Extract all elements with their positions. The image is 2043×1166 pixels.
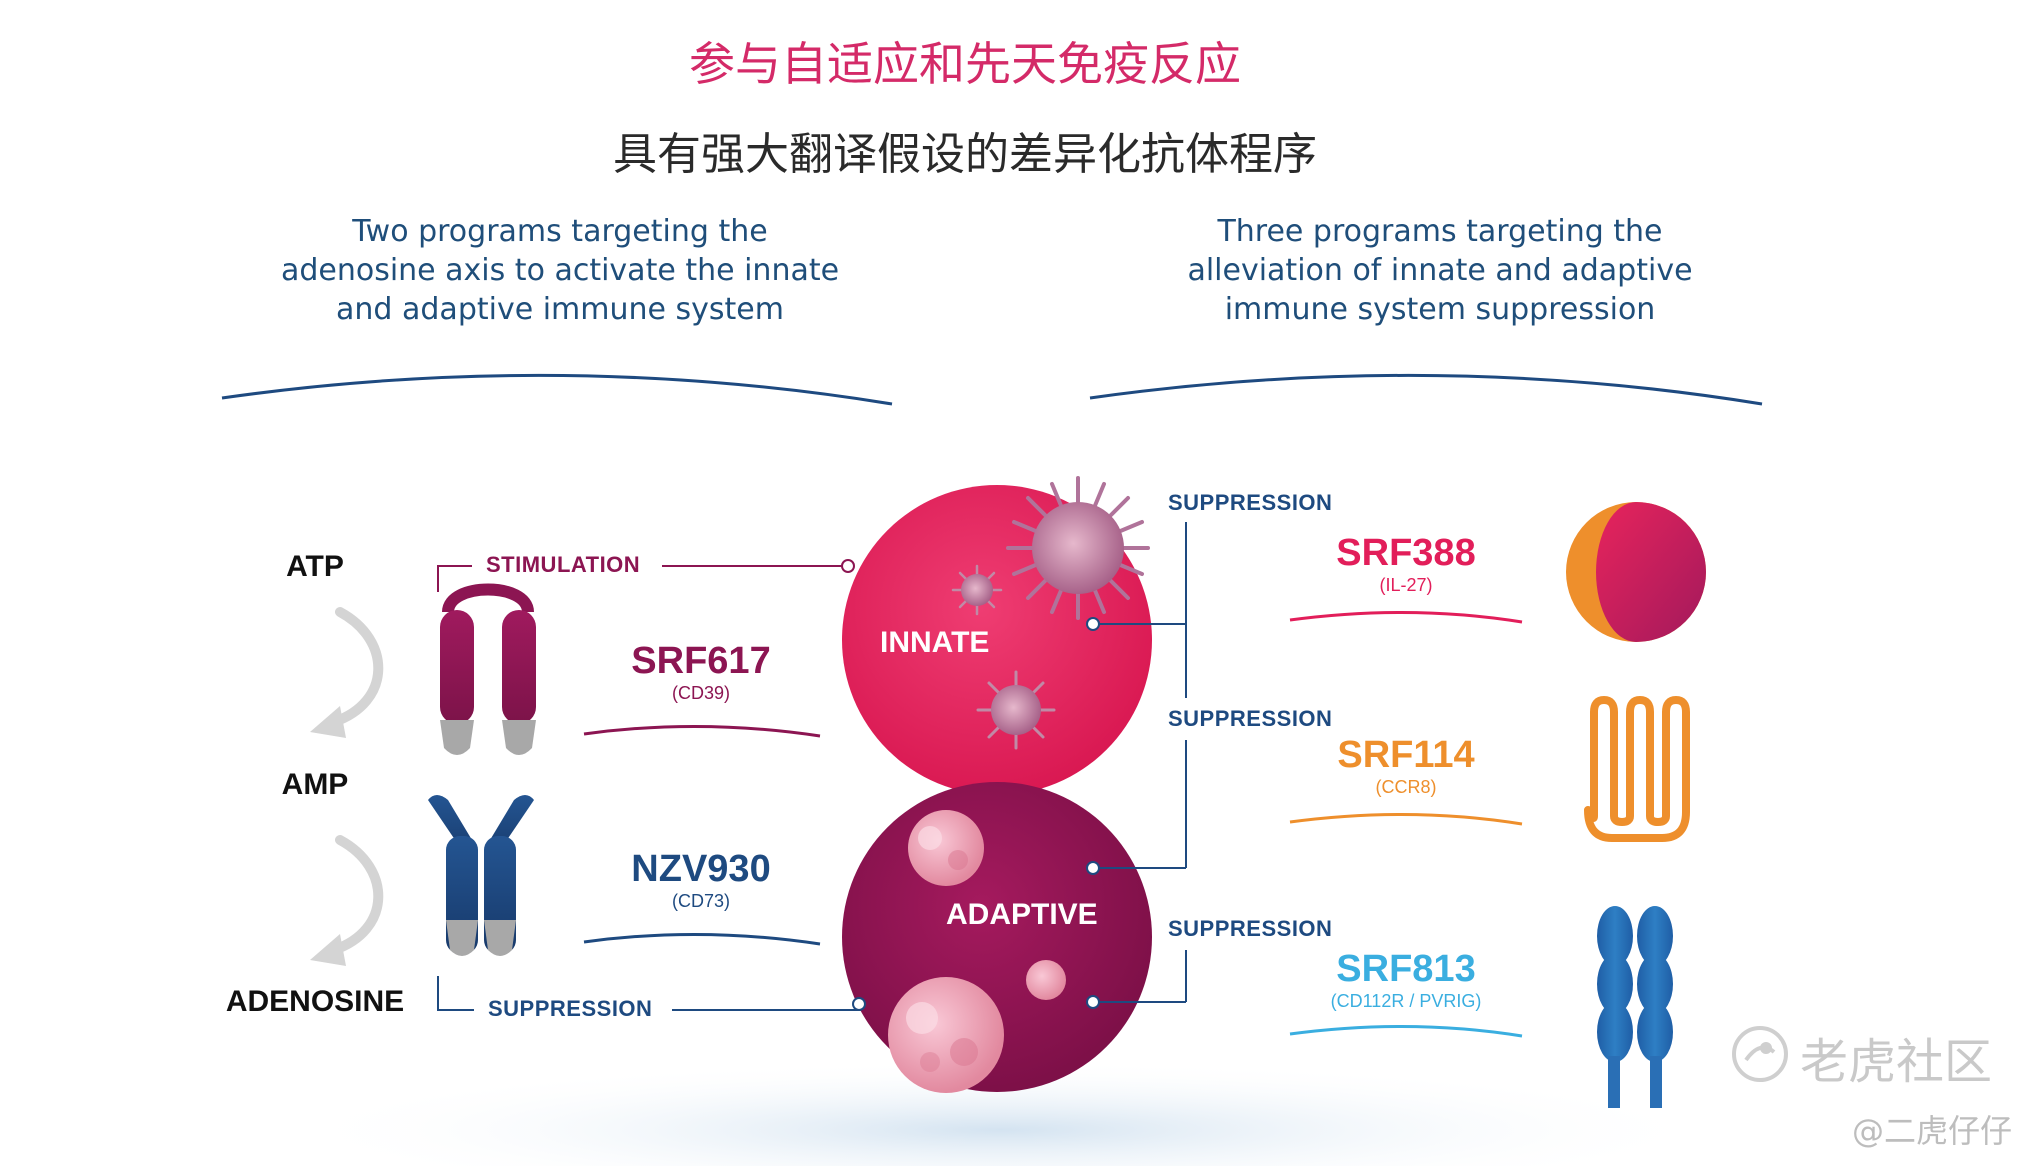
dendritic-cell-medium-icon: [976, 670, 1056, 750]
srf388-name: SRF388: [1336, 532, 1476, 574]
left-description-line: and adaptive immune system: [336, 292, 784, 327]
adaptive-suppression-node-upper: [1086, 861, 1100, 875]
nzv930-program: NZV930 (CD73): [590, 848, 812, 912]
srf617-underline: [583, 725, 821, 738]
floor-glow: [280, 1060, 1720, 1166]
il27-cytokine-icon: [1566, 502, 1706, 642]
srf813-suppression-label: SUPPRESSION: [1168, 916, 1333, 941]
amp-to-adenosine-arrow: [329, 835, 384, 955]
atp-to-amp-arrowhead: [310, 706, 346, 738]
right-description-line: Three programs targeting the: [1217, 214, 1663, 249]
left-header-arc: [221, 373, 893, 406]
cd73-protein-icon: [428, 795, 534, 956]
right-header-arc: [1089, 373, 1763, 406]
right-description-line: immune system suppression: [1224, 292, 1656, 327]
tiger-community-logo-icon: [1732, 1026, 1788, 1082]
atp-label: ATP: [286, 550, 344, 583]
adenosine-label: ADENOSINE: [225, 985, 405, 1018]
srf388-target: (IL-27): [1379, 575, 1433, 595]
srf813-underline: [1289, 1025, 1523, 1038]
srf813-program: SRF813 (CD112R / PVRIG): [1276, 948, 1536, 1012]
stimulation-bracket: [437, 565, 472, 592]
adenosine-suppression-label: SUPPRESSION: [488, 996, 653, 1021]
srf388-underline: [1289, 611, 1523, 624]
adaptive-adenosine-node: [852, 997, 866, 1011]
lymphocyte-large-icon: [888, 977, 1004, 1093]
left-description-line: adenosine axis to activate the innate: [280, 253, 840, 288]
srf617-name: SRF617: [631, 640, 771, 682]
page-title: 参与自适应和先天免疫反应: [689, 37, 1241, 91]
srf617-program: SRF617 (CD39): [590, 640, 812, 704]
srf388-program: SRF388 (IL-27): [1296, 532, 1516, 596]
left-description: Two programs targeting the adenosine axi…: [230, 212, 890, 329]
amp-label: AMP: [281, 768, 349, 801]
amp-to-adenosine-arrowhead: [310, 934, 346, 966]
lymphocyte-top-icon: [908, 810, 984, 886]
cd39-protein-icon: [440, 583, 536, 755]
nzv930-target: (CD73): [671, 891, 730, 911]
srf114-underline: [1289, 813, 1523, 826]
srf617-target: (CD39): [671, 683, 730, 703]
srf114-program: SRF114 (CCR8): [1296, 734, 1516, 798]
srf114-target: (CCR8): [1375, 777, 1437, 797]
srf114-suppression-label: SUPPRESSION: [1168, 706, 1333, 731]
lymphocyte-small-icon: [1026, 960, 1066, 1000]
nzv930-name: NZV930: [631, 848, 771, 890]
page-subtitle: 具有强大翻译假设的差异化抗体程序: [613, 129, 1317, 180]
watermark-user: @二虎仔仔: [1852, 1112, 2013, 1150]
nzv930-underline: [583, 933, 821, 946]
dendritic-cell-small-icon: [951, 564, 1003, 616]
innate-stimulation-node: [841, 559, 855, 573]
innate-label: INNATE: [880, 626, 990, 659]
left-description-line: Two programs targeting the: [352, 214, 768, 249]
cd112r-receptor-icon: [1597, 906, 1673, 1108]
srf813-name: SRF813: [1336, 948, 1476, 990]
innate-suppression-label: SUPPRESSION: [1168, 490, 1333, 515]
adaptive-label: ADAPTIVE: [946, 898, 1098, 931]
suppression-bracket-tree: [1099, 522, 1187, 1003]
adenosine-suppression-bracket: [437, 976, 474, 1011]
right-description-line: alleviation of innate and adaptive: [1187, 253, 1693, 288]
dendritic-cell-large-icon: [1006, 476, 1150, 620]
ccr8-receptor-icon: [1584, 696, 1690, 842]
stimulation-label: STIMULATION: [486, 552, 641, 577]
right-description: Three programs targeting the alleviation…: [1110, 212, 1770, 329]
srf813-target: (CD112R / PVRIG): [1330, 991, 1482, 1011]
srf114-name: SRF114: [1337, 734, 1475, 776]
atp-to-amp-arrow: [329, 607, 384, 727]
innate-suppression-node: [1086, 617, 1100, 631]
watermark-brand: 老虎社区: [1800, 1034, 1993, 1090]
adaptive-suppression-node-lower: [1086, 995, 1100, 1009]
